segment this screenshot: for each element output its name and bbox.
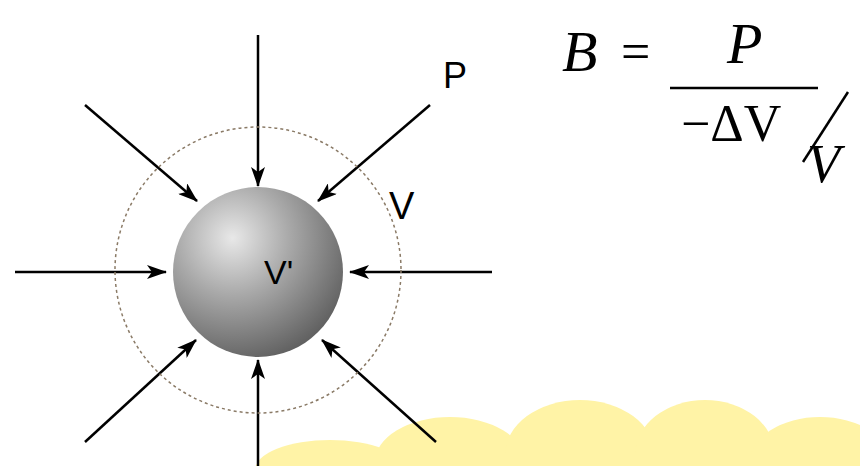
pressure-arrows — [15, 35, 492, 466]
formula-symbol: = — [621, 26, 650, 78]
volume-label: V' — [264, 255, 293, 289]
volume-label: V — [389, 187, 414, 225]
compressed-sphere: V' — [173, 187, 343, 357]
reference-volume: VV' — [113, 125, 403, 415]
pressure-label: P — [443, 58, 467, 94]
formula-symbol: P — [727, 15, 762, 73]
formula-symbol: V — [807, 137, 840, 191]
formula-symbol: −ΔV — [681, 98, 781, 150]
formula-symbol: B — [562, 23, 597, 81]
cloud-decoration — [255, 400, 860, 466]
